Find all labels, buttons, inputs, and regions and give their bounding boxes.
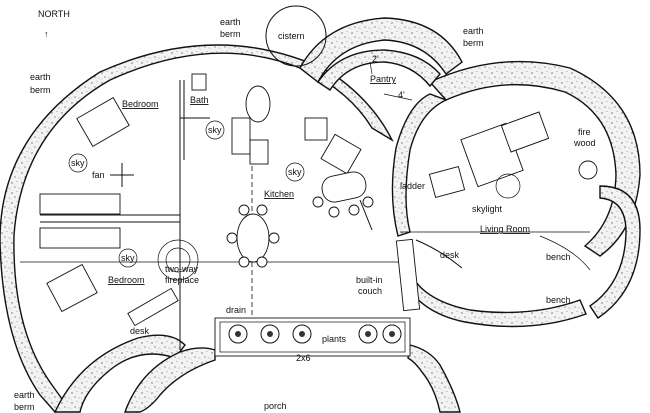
porch-planter-inner	[219, 321, 406, 353]
bench-curve	[539, 235, 591, 271]
fireplace	[157, 239, 199, 281]
porch-wall-right	[407, 344, 461, 413]
earth-berm-top-right-1: earth	[463, 26, 484, 36]
planter-dim-label: 2x6	[296, 353, 311, 363]
sky-circle-bath	[205, 120, 225, 140]
sky-circle-lower	[118, 248, 138, 268]
fireplace-inner	[165, 247, 191, 273]
closet-top	[39, 193, 121, 215]
pantry-dim-4: 4'	[398, 90, 405, 100]
pantry-dim-line	[383, 93, 413, 101]
firewood-label-1: fire	[578, 127, 591, 137]
wall-kitchen-lower	[359, 199, 373, 231]
chair-3	[226, 232, 238, 244]
sky-label-bath: sky	[208, 125, 222, 135]
closet-bottom	[39, 227, 121, 249]
living-bottom-wall	[399, 267, 587, 328]
ladder	[428, 165, 466, 199]
porch-wall-left	[124, 347, 216, 413]
compass-arrow: ↑	[44, 29, 49, 39]
earth-berm-top-2: berm	[220, 29, 241, 39]
fireplace-label-2: fireplace	[165, 275, 199, 285]
built-in-couch-label-2: couch	[358, 286, 382, 296]
living-desk-wall	[415, 239, 463, 269]
pantry-label: Pantry	[370, 74, 397, 84]
sky-circle-bedroom	[68, 153, 88, 173]
sky-label-bedroom: sky	[71, 158, 85, 168]
earth-berm-top-left-1: earth	[30, 72, 51, 82]
cistern-label: cistern	[278, 31, 305, 41]
pantry-dim-line-2	[369, 61, 373, 75]
chair-1	[238, 204, 250, 216]
desk-living-label: desk	[440, 250, 460, 260]
kitchen-island	[321, 171, 367, 203]
living-table	[500, 111, 550, 153]
kitchen-counter	[304, 117, 328, 141]
plant-4	[358, 324, 378, 344]
plant-5	[382, 324, 402, 344]
compass-label: NORTH	[38, 9, 70, 19]
chair-5	[238, 256, 250, 268]
cistern-tank	[265, 5, 327, 67]
firewood-label-2: wood	[573, 138, 596, 148]
fireplace-label-1: two-way	[165, 264, 199, 274]
sky-circle-kitchen	[285, 162, 305, 182]
plant-2	[260, 324, 280, 344]
plants-label: plants	[322, 334, 347, 344]
chair-2	[256, 204, 268, 216]
desk-bedroom-label: desk	[130, 326, 150, 336]
kitchen-label: Kitchen	[264, 189, 294, 199]
sky-label-lower: sky	[121, 253, 135, 263]
outer-wall-living	[428, 60, 641, 257]
porch-planter	[214, 317, 411, 357]
bench-lower-label: bench	[546, 295, 571, 305]
bedroom-desk	[127, 287, 179, 327]
stool-1	[312, 196, 324, 208]
earth-berm-top-left-2: berm	[30, 85, 51, 95]
plant-1	[228, 324, 248, 344]
bed-bottom	[46, 263, 98, 313]
ladder-label: ladder	[400, 181, 425, 191]
outer-wall-bottom-left	[53, 334, 186, 413]
kitchen-sink	[320, 133, 362, 175]
outer-wall-pantry	[299, 17, 463, 84]
bedroom-bottom-label: Bedroom	[108, 275, 145, 285]
earth-berm-bottom-left-2: berm	[14, 402, 35, 412]
bath-shower	[249, 139, 269, 165]
firewood-stove	[578, 160, 598, 180]
porch-label: porch	[264, 401, 287, 411]
built-in-couch	[395, 238, 421, 312]
earth-berm-bottom-left-1: earth	[14, 390, 35, 400]
chair-6	[256, 256, 268, 268]
skylight-label: skylight	[472, 204, 503, 214]
sky-label-kitchen: sky	[288, 167, 302, 177]
plant-3	[292, 324, 312, 344]
bath-tub	[245, 85, 271, 123]
bath-label: Bath	[190, 95, 209, 105]
earth-berm-top-1: earth	[220, 17, 241, 27]
bench-wall	[589, 185, 641, 319]
skylight-circle	[495, 173, 521, 199]
bench-upper-label: bench	[546, 252, 571, 262]
bath-counter	[231, 117, 251, 155]
outer-wall-main	[0, 44, 394, 413]
chair-4	[268, 232, 280, 244]
pantry-dim-2: 2'	[372, 54, 379, 64]
pantry-inner-wall	[317, 49, 441, 91]
earth-berm-top-right-2: berm	[463, 38, 484, 48]
fan-label: fan	[92, 170, 105, 180]
toilet	[191, 73, 207, 91]
living-inner-wall	[391, 93, 448, 237]
stool-2	[328, 206, 340, 218]
drain-label: drain	[226, 305, 246, 315]
bed-top	[76, 97, 130, 147]
dining-table	[236, 213, 270, 263]
stool-4	[362, 196, 374, 208]
built-in-couch-label-1: built-in	[356, 275, 383, 285]
bedroom-top-label: Bedroom	[122, 99, 159, 109]
living-room-label: Living Room	[480, 224, 530, 234]
stool-3	[348, 204, 360, 216]
